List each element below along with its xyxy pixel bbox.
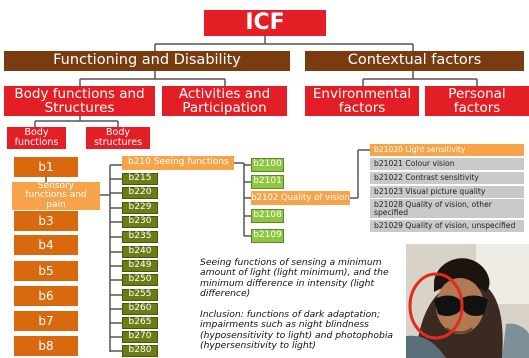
code-b235: b235 [122, 231, 158, 243]
code-b229: b229 [122, 202, 158, 214]
item-b21023: b21023 Visual picture quality [370, 186, 524, 198]
chapter-b6: b6 [14, 286, 78, 306]
functioning-disability-box: Functioning and Disability [4, 51, 290, 71]
code-b250: b250 [122, 274, 158, 286]
code-b260: b260 [122, 303, 158, 315]
item-b21021: b21021 Colour vision [370, 158, 524, 170]
body-functions-box: Body functions [7, 127, 66, 149]
environmental-factors-box: Environmental factors [305, 86, 419, 116]
seeing-functions-description: Seeing functions of sensing a minimum am… [200, 257, 389, 299]
chapter-b3: b3 [14, 211, 78, 231]
inclusion-description: Inclusion: functions of dark adaptation;… [200, 309, 394, 351]
chapter-b1: b1 [14, 157, 78, 177]
chapter-b5: b5 [14, 261, 78, 281]
b210-seeing-functions-box: b210 Seeing functions [122, 156, 234, 170]
code-b240: b240 [122, 246, 158, 258]
code-b220: b220 [122, 187, 158, 199]
code-b280: b280 [122, 345, 158, 357]
chapter-b4: b4 [14, 235, 78, 255]
code-b2101: b2101 [251, 175, 284, 189]
code-b255: b255 [122, 289, 158, 301]
code-b249: b249 [122, 260, 158, 272]
sensory-functions-box: Sensory functions and pain [12, 181, 100, 210]
chapter-b7: b7 [14, 311, 78, 331]
activities-participation-box: Activities and Participation [162, 86, 287, 116]
person-with-sunglasses-photo [406, 244, 529, 358]
item-b21029: b21029 Quality of vision, unspecified [370, 220, 524, 232]
code-b265: b265 [122, 317, 158, 329]
code-b2100: b2100 [251, 158, 284, 172]
item-b21020: b21020 Light sensitivity [370, 144, 524, 156]
code-b215: b215 [122, 173, 158, 185]
personal-factors-box: Personal factors [425, 86, 529, 116]
code-b2102-quality-of-vision: b2102 Quality of vision [251, 191, 350, 205]
icf-title: ICF [204, 10, 326, 36]
item-b21022: b21022 Contrast sensitivity [370, 172, 524, 184]
chapter-b8: b8 [14, 336, 78, 356]
code-b230: b230 [122, 216, 158, 228]
contextual-factors-box: Contextual factors [305, 51, 524, 71]
code-b2109: b2109 [251, 229, 284, 243]
code-b270: b270 [122, 331, 158, 343]
body-functions-structures-box: Body functions and Structures [4, 86, 155, 116]
body-structures-box: Body structures [86, 127, 150, 149]
code-b2108: b2108 [251, 209, 284, 223]
item-b21028: b21028 Quality of vision, other specifie… [370, 199, 524, 218]
